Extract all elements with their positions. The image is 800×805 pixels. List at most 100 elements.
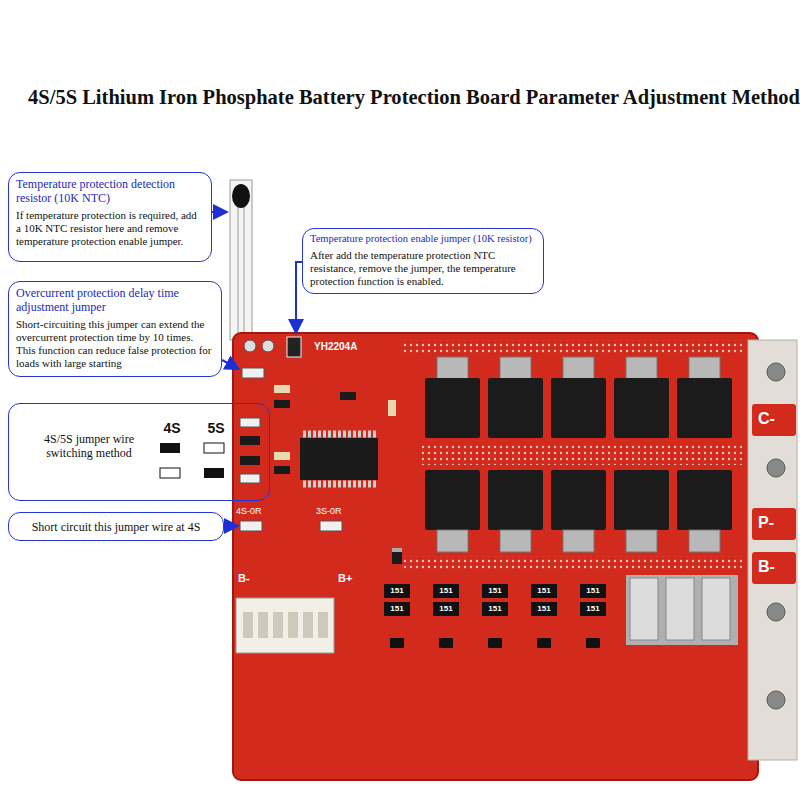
jumper-open — [160, 468, 180, 478]
title: 4S/5S Lithium Iron Phosphate Battery Pro… — [28, 84, 800, 110]
capacitor — [274, 452, 290, 460]
mount-hole — [767, 363, 785, 381]
mosfet-tab — [500, 530, 531, 552]
resistor — [340, 392, 356, 400]
leader-arrow — [222, 360, 239, 369]
ic-pins — [303, 481, 376, 488]
callout-heading: 4S/5S jumper wire switching method — [27, 432, 151, 461]
leader-arrow — [224, 525, 238, 527]
mosfet-tab — [626, 357, 657, 379]
connector-slot — [303, 612, 313, 638]
resistor-code: 151 — [384, 584, 410, 598]
silkscreen-label: 4S-0R — [236, 506, 262, 516]
4s-jumper — [240, 521, 262, 531]
connector-slot — [288, 612, 298, 638]
ic-pins — [303, 431, 376, 438]
capacitor — [388, 400, 396, 416]
callout-text: If temperature protection is required, a… — [16, 209, 204, 249]
via-field — [400, 340, 745, 354]
ntc-pad — [244, 340, 256, 352]
ntc-lead-sleeve — [230, 180, 252, 340]
resistor — [384, 584, 410, 598]
callout-heading: Temperature protection enable jumper (10… — [310, 233, 536, 246]
shunt — [702, 578, 730, 640]
via-field — [400, 556, 745, 570]
mount-hole — [767, 603, 785, 621]
resistor-code: 151 — [580, 584, 606, 598]
shunt-pad — [626, 575, 738, 645]
resistor-code: 151 — [580, 602, 606, 616]
jumper-pad — [240, 436, 260, 445]
callout-box: Short circuit this jumper wire at 4S — [8, 512, 224, 541]
transistor — [390, 638, 404, 648]
3s-jumper — [320, 521, 342, 531]
mosfet — [614, 470, 669, 530]
ntc-pad — [262, 340, 274, 352]
transistor — [488, 638, 502, 648]
mosfet-tab — [437, 530, 468, 552]
ic-chip — [300, 438, 378, 480]
ntc-lead — [237, 205, 239, 338]
terminal-strip — [748, 340, 797, 760]
leader-arrow — [212, 211, 227, 213]
resistor — [531, 602, 557, 616]
connector-slot — [273, 612, 283, 638]
mosfet-row — [425, 470, 732, 552]
mount-hole — [767, 459, 785, 477]
title-bar: 4S/5S Lithium Iron Phosphate Battery Pro… — [0, 84, 800, 110]
mosfet-tab — [500, 357, 531, 379]
callout-text: 4S — [159, 420, 185, 437]
silkscreen-label: 3S-0R — [316, 506, 342, 516]
resistor — [384, 602, 410, 616]
terminal-tab — [752, 404, 796, 436]
callout-heading: Overcurrent protection delay time adjust… — [16, 286, 214, 315]
resistor-code: 151 — [531, 602, 557, 616]
jumper-pad — [240, 418, 260, 427]
resistor-code: 151 — [384, 602, 410, 616]
balance-resistors — [384, 584, 606, 648]
balance-connector — [236, 598, 334, 653]
diode-band — [392, 548, 402, 552]
mosfet — [425, 470, 480, 530]
silkscreen-label: YH2204A — [314, 341, 357, 353]
terminal-tab — [752, 552, 796, 584]
mosfet-tab — [437, 357, 468, 379]
ntc-bead — [232, 184, 250, 208]
resistor-code: 151 — [482, 602, 508, 616]
callout-box: Temperature protection enable jumper (10… — [302, 228, 544, 294]
resistor-code: 151 — [482, 584, 508, 598]
mosfet — [614, 378, 669, 438]
callout-text: 5S — [203, 420, 229, 437]
mosfet-tab — [689, 530, 720, 552]
mosfet — [551, 470, 606, 530]
terminal-label: B- — [758, 558, 775, 576]
resistor — [433, 584, 459, 598]
mosfet — [488, 378, 543, 438]
connector-slot — [318, 612, 328, 638]
callout-heading: Short circuit this jumper wire at 4S — [16, 520, 216, 534]
pcb — [233, 333, 758, 780]
resistor-code: 151 — [531, 584, 557, 598]
mosfet — [488, 470, 543, 530]
resistor — [531, 584, 557, 598]
resistor-code: 151 — [433, 602, 459, 616]
mosfet — [425, 378, 480, 438]
shunt — [630, 578, 658, 640]
mosfet — [677, 470, 732, 530]
terminal-label: C- — [758, 410, 775, 428]
connector-slot — [258, 612, 268, 638]
resistor — [580, 602, 606, 616]
callout-box: 4S/5S jumper wire switching method 4S 5S — [8, 403, 270, 501]
silkscreen-label: B+ — [338, 572, 352, 585]
callout-text: After add the temperature protection NTC… — [310, 249, 536, 289]
via-field — [420, 445, 745, 465]
jumper-pad — [240, 456, 260, 465]
callout-box: Overcurrent protection delay time adjust… — [8, 281, 222, 377]
resistor — [274, 466, 290, 474]
mount-hole — [767, 691, 785, 709]
resistor-code: 151 — [433, 584, 459, 598]
temp-jumper — [287, 337, 301, 357]
resistor — [580, 584, 606, 598]
jumper-pad — [240, 474, 260, 483]
